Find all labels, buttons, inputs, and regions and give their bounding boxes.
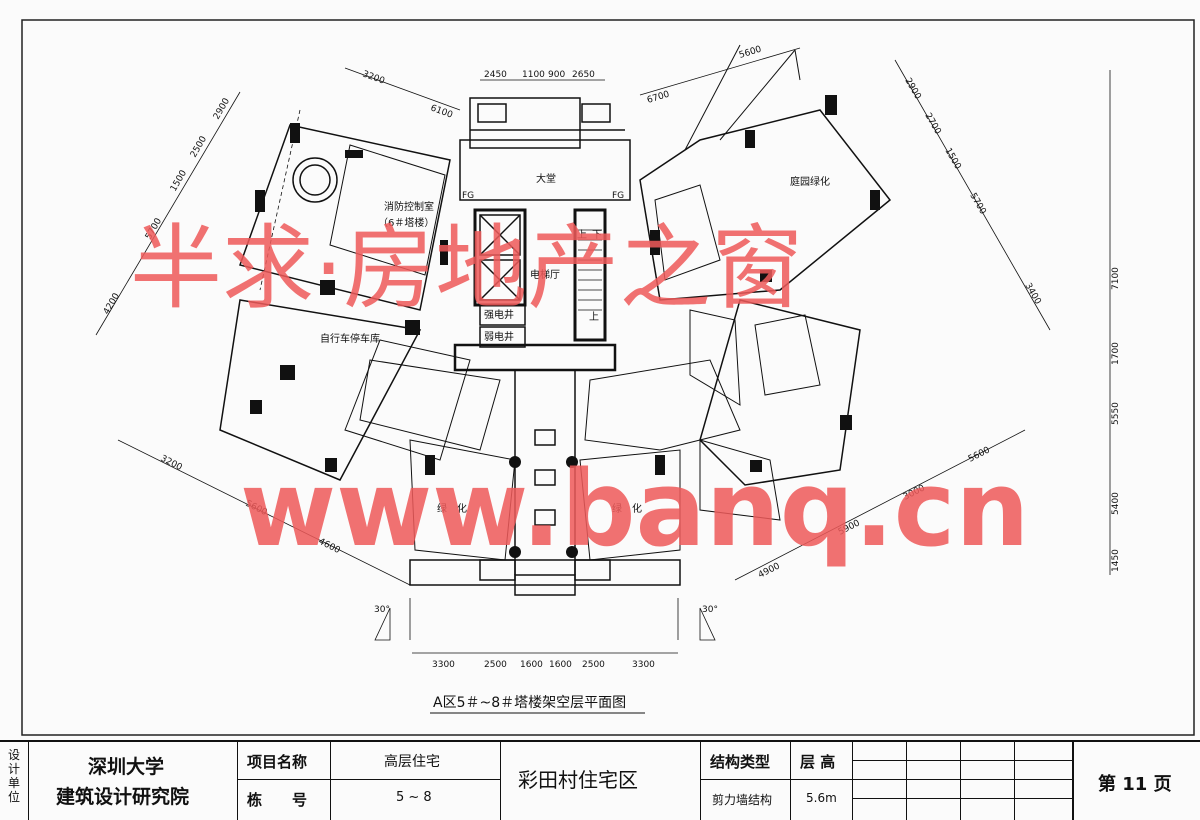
stair-down-label: 下 bbox=[592, 230, 602, 241]
dim-bottom-2: 2500 bbox=[484, 660, 507, 670]
floor-height-value: 5.6m bbox=[806, 791, 837, 805]
dim-right-4: 5700 bbox=[967, 192, 987, 217]
dim-far-right-4: 5400 bbox=[1111, 492, 1121, 515]
tb-divider bbox=[700, 779, 1072, 780]
room-green-left: 绿 化 bbox=[437, 502, 467, 515]
room-courtyard-green: 庭园绿化 bbox=[790, 175, 830, 188]
room-green-right: 绿 化 bbox=[612, 502, 642, 515]
project-title: 彩田村住宅区 bbox=[518, 768, 638, 792]
watermark-line2: www.banq.cn bbox=[240, 448, 1029, 570]
fire-door-label-2: FG bbox=[612, 191, 624, 201]
stair-up-label-2: 上 bbox=[589, 311, 599, 323]
wing-upper-right bbox=[639, 44, 892, 301]
structure-type-label: 结构类型 bbox=[710, 753, 771, 771]
dim-bottom-4: 1600 bbox=[549, 660, 572, 670]
tb-divider bbox=[1072, 742, 1074, 820]
dim-bottom-3: 1600 bbox=[520, 660, 543, 670]
dimension-lines bbox=[95, 47, 1111, 654]
dim-top-3: 900 bbox=[548, 70, 565, 80]
dim-bottom-1: 3300 bbox=[432, 660, 455, 670]
wing-right bbox=[579, 299, 861, 561]
dim-bottom-left-1: 3200 bbox=[159, 454, 184, 473]
dim-right-3: 1500 bbox=[942, 147, 962, 172]
dim-left-5: 4200 bbox=[102, 291, 122, 316]
wing-left-garage bbox=[219, 299, 516, 561]
tb-divider bbox=[1014, 742, 1015, 820]
project-name-value: 高层住宅 bbox=[384, 754, 440, 770]
sheet-border bbox=[21, 19, 1195, 736]
dim-right-1: 2900 bbox=[902, 77, 922, 102]
title-block: 设计单位 深圳大学 建筑设计研究院 项目名称 高层住宅 栋 号 5 ~ 8 彩田… bbox=[0, 740, 1200, 820]
dim-far-right-5: 1450 bbox=[1111, 549, 1121, 572]
dim-top-right-a: 5600 bbox=[738, 45, 763, 61]
design-unit-label: 设计单位 bbox=[7, 748, 20, 804]
dim-left-1: 2900 bbox=[212, 96, 232, 121]
tb-divider bbox=[852, 798, 1072, 799]
project-name-label: 项目名称 bbox=[247, 753, 308, 771]
tb-divider bbox=[790, 742, 791, 820]
dim-top-2: 1100 bbox=[522, 70, 545, 80]
dim-far-right-2: 1700 bbox=[1111, 342, 1121, 365]
dim-far-right-3: 5550 bbox=[1111, 402, 1121, 425]
dimension-labels: 2450 1100 900 2650 3200 6100 5600 6700 2… bbox=[102, 45, 1121, 670]
floor-plan-drawing: 2450 1100 900 2650 3200 6100 5600 6700 2… bbox=[21, 19, 1195, 736]
room-elevator-hall: 电梯厅 bbox=[530, 268, 560, 281]
dim-far-right-1: 7100 bbox=[1111, 267, 1121, 290]
dim-top-left-a: 3200 bbox=[361, 69, 386, 86]
dim-left-2: 2500 bbox=[189, 134, 209, 159]
fire-door-label-1: FG bbox=[462, 191, 474, 201]
dim-top-left-b: 6100 bbox=[429, 103, 454, 120]
room-bike-garage: 自行车停车库 bbox=[320, 332, 380, 345]
dim-right-5: 3400 bbox=[1022, 282, 1042, 307]
watermark-line1: 半求·房地产之窗 bbox=[130, 215, 803, 322]
institute-line1: 深圳大学 bbox=[88, 756, 165, 778]
shear-wall-segments bbox=[250, 95, 880, 475]
institute-line2: 建筑设计研究院 bbox=[56, 786, 190, 808]
dim-bottom-6: 3300 bbox=[632, 660, 655, 670]
tb-divider bbox=[906, 742, 907, 820]
tb-divider bbox=[28, 742, 29, 820]
room-tower-note: （6＃塔楼） bbox=[378, 216, 434, 229]
core-columns bbox=[509, 456, 578, 558]
room-fire-control: 消防控制室 bbox=[384, 200, 434, 213]
tb-divider bbox=[237, 742, 238, 820]
dim-right-2: 2700 bbox=[922, 112, 942, 137]
structure-type-value: 剪力墙结构 bbox=[712, 793, 773, 807]
drawing-title: A区5＃~8＃塔楼架空层平面图 bbox=[433, 695, 626, 711]
tb-divider bbox=[852, 742, 853, 820]
stair-up-label: 上 bbox=[577, 229, 587, 241]
tb-divider bbox=[500, 742, 501, 820]
angle-left: 30° bbox=[374, 605, 390, 615]
dim-top-4: 2650 bbox=[572, 70, 595, 80]
room-lobby: 大堂 bbox=[536, 172, 556, 185]
room-strong-shaft: 强电井 bbox=[484, 308, 514, 321]
central-core bbox=[409, 97, 681, 596]
room-weak-shaft: 弱电井 bbox=[484, 330, 514, 343]
dim-bottom-5: 2500 bbox=[582, 660, 605, 670]
angle-right: 30° bbox=[702, 605, 718, 615]
tb-divider bbox=[852, 760, 1072, 761]
page-label: 第 11 页 bbox=[1098, 774, 1172, 795]
building-no-value: 5 ~ 8 bbox=[396, 790, 432, 805]
building-no-label: 栋 号 bbox=[247, 791, 308, 809]
dim-top-1: 2450 bbox=[484, 70, 507, 80]
dim-left-3: 1500 bbox=[169, 168, 189, 193]
tb-divider bbox=[237, 779, 500, 780]
room-labels: 大堂 消防控制室 （6＃塔楼） 电梯厅 强电井 弱电井 自行车停车库 庭园绿化 … bbox=[320, 172, 830, 515]
tb-divider bbox=[960, 742, 961, 820]
tb-divider bbox=[700, 742, 701, 820]
tb-divider bbox=[330, 742, 331, 820]
floor-height-label: 层 高 bbox=[800, 753, 836, 771]
